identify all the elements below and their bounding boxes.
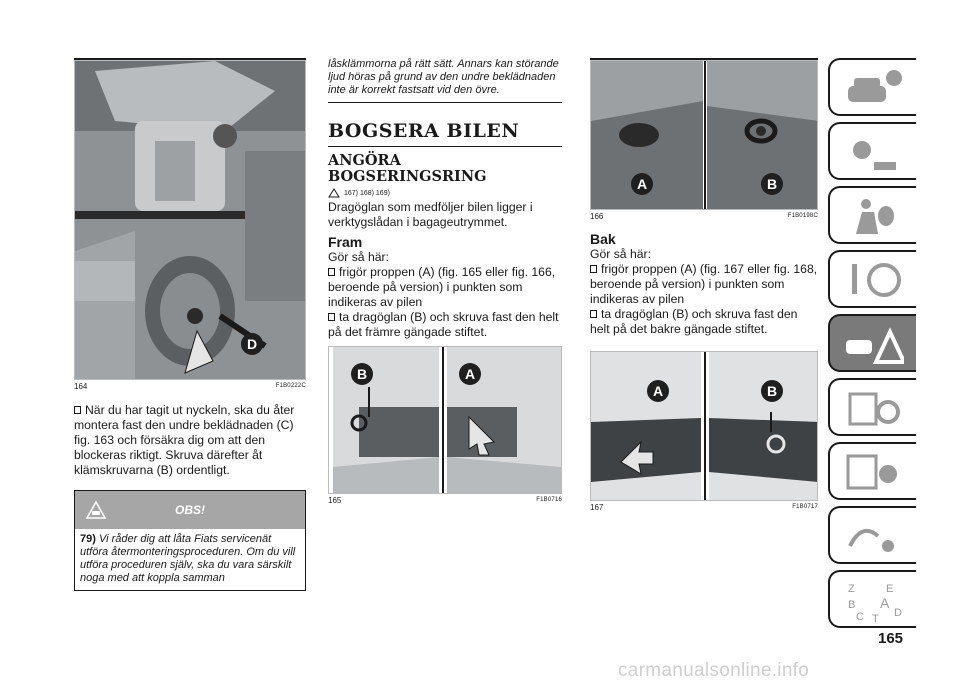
note-continued: låsklämmorna på rätt sätt. Annars kan st… <box>328 58 562 103</box>
figure-165-caption: 165 F1B0716 <box>328 496 562 505</box>
tab-car-info[interactable] <box>828 58 916 116</box>
index-letter: E <box>886 583 893 595</box>
tab-index[interactable]: Z E B A C D T <box>828 570 916 628</box>
bullet-text: ta dragöglan (B) och skruva fast den hel… <box>590 307 798 336</box>
emergency-warning-icon <box>846 327 904 364</box>
technical-data-icon <box>846 454 897 490</box>
bak-bullet-2: ta dragöglan (B) och skruva fast den hel… <box>590 307 818 337</box>
subsection-title-line2: BOGSERINGSRING <box>328 168 487 185</box>
bullet-text: frigör proppen (A) (fig. 167 eller fig. … <box>590 262 818 306</box>
figure-167: A B <box>590 351 818 501</box>
warning-references: 167) 168) 169) <box>328 188 562 198</box>
intro-text: Dragöglan som medföljer bilen ligger i v… <box>328 200 533 229</box>
maintenance-icon <box>848 392 900 426</box>
tab-emergency[interactable] <box>828 314 916 372</box>
bak-intro: Gör så här: <box>590 247 651 261</box>
index-letter: Z <box>848 583 855 595</box>
tab-multimedia[interactable] <box>828 506 916 564</box>
tab-technical-data[interactable] <box>828 442 916 500</box>
warning-triangle-icon <box>328 188 340 198</box>
figure-code: F1B0717 <box>792 504 818 510</box>
top-rule-col1 <box>74 58 306 60</box>
note-title: OBS! <box>175 503 205 517</box>
figure-164: D <box>74 60 306 380</box>
index-letter: B <box>848 599 855 611</box>
page-number: 165 <box>878 630 904 647</box>
tab-key-steering[interactable] <box>828 250 916 308</box>
index-letter: T <box>872 613 879 622</box>
paragraph-reassemble: När du har tagit ut nyckeln, ska du åter… <box>74 403 306 478</box>
label-d: D <box>241 333 263 355</box>
tab-airbag-seat[interactable] <box>828 186 916 244</box>
bullet-box-icon <box>328 313 335 321</box>
label-a: A <box>459 363 481 385</box>
reference-numbers: 167) 168) 169) <box>344 189 390 197</box>
watermark: carmanualsonline.info <box>618 660 810 681</box>
note-body: 79) Vi råder dig att låta Fiats servicen… <box>75 529 305 590</box>
bullet-box-icon <box>590 310 597 318</box>
rear-bumper-closeup-illustration <box>591 61 817 209</box>
fram-intro: Gör så här: <box>328 250 389 264</box>
figure-number: 166 <box>590 212 604 221</box>
multimedia-icon <box>848 528 894 552</box>
figure-167-caption: 167 F1B0717 <box>590 503 818 512</box>
bullet-box-icon <box>590 265 597 273</box>
tab-dashboard-lights[interactable] <box>828 122 916 180</box>
bak-bullet-1: frigör proppen (A) (fig. 167 eller fig. … <box>590 262 818 307</box>
rear-bumper-illustration <box>591 352 817 500</box>
car-info-icon <box>848 70 902 102</box>
figure-code: F1B0222C <box>275 383 306 389</box>
fram-title: Fram <box>328 234 363 250</box>
note-text: Vi råder dig att låta Fiats servicenät u… <box>80 533 296 584</box>
bak-title: Bak <box>590 231 616 247</box>
dashboard-lights-icon <box>853 141 896 170</box>
label-a: A <box>647 380 669 402</box>
steering-column-illustration <box>75 61 305 379</box>
top-rule-col3 <box>590 58 818 60</box>
index-letter: D <box>894 607 902 619</box>
subsection-title-line1: ANGÖRA <box>328 152 401 169</box>
label-a: A <box>631 173 653 195</box>
column-2: låsklämmorna på rätt sätt. Annars kan st… <box>328 58 562 505</box>
bullet-box-icon <box>328 268 335 276</box>
figure-number: 167 <box>590 503 604 512</box>
figure-number: 165 <box>328 496 342 505</box>
bullet-text: frigör proppen (A) (fig. 165 eller fig. … <box>328 265 556 309</box>
figure-166-caption: 166 F1B0198C <box>590 212 818 221</box>
label-b: B <box>761 380 783 402</box>
index-letter: C <box>856 611 864 622</box>
figure-number: 164 <box>74 382 88 391</box>
fram-bullet-1: frigör proppen (A) (fig. 165 eller fig. … <box>328 265 562 310</box>
figure-code: F1B0716 <box>536 497 562 503</box>
index-letter: A <box>880 595 890 611</box>
key-steering-icon <box>852 263 901 297</box>
figure-164-caption: 164 F1B0222C <box>74 382 306 391</box>
label-b: B <box>761 173 783 195</box>
fram-bullet-2: ta dragöglan (B) och skruva fast den hel… <box>328 310 562 340</box>
bullet-text: ta dragöglan (B) och skruva fast den hel… <box>328 310 559 339</box>
note-number: 79) <box>80 533 96 545</box>
figure-166: A B <box>590 60 818 210</box>
front-bumper-illustration <box>329 347 561 493</box>
tab-maintenance[interactable] <box>828 378 916 436</box>
note-box: OBS! 79) Vi råder dig att låta Fiats ser… <box>74 490 306 591</box>
paragraph-text: När du har tagit ut nyckeln, ska du åter… <box>74 403 295 477</box>
figure-165: B A <box>328 346 562 494</box>
bullet-box-icon <box>74 406 81 414</box>
chapter-tabs: Z E B A C D T <box>828 58 916 628</box>
column-3: A B 166 F1B0198C Bak Gör så här: frigör … <box>590 58 818 512</box>
car-warning-icon <box>85 500 107 519</box>
label-b: B <box>351 363 373 385</box>
index-icon: Z E B A C D T <box>848 583 902 622</box>
column-1: D 164 F1B0222C När du har tagit ut nycke… <box>74 58 306 591</box>
note-header: OBS! <box>75 491 305 529</box>
airbag-seat-icon <box>856 199 894 234</box>
figure-code: F1B0198C <box>787 213 818 219</box>
section-title: BOGSERA BILEN <box>328 120 562 147</box>
